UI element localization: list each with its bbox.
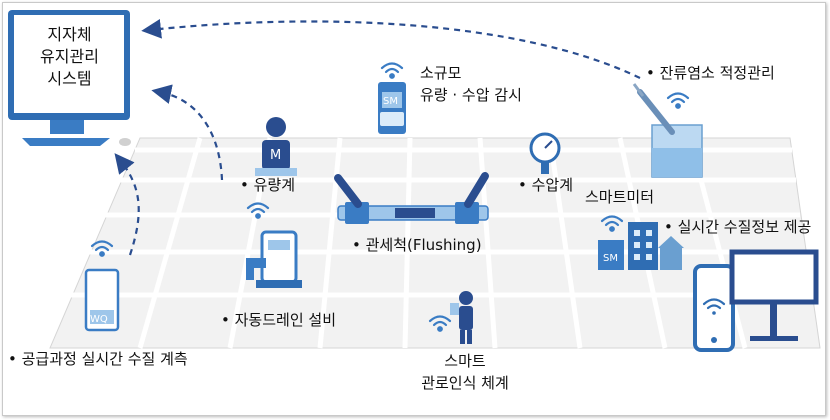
smart-pipe-line: 관로인식 체계 (421, 374, 509, 392)
sm-bottom-label: SM (603, 253, 618, 264)
monitor-title-line: 유지관리 (40, 47, 99, 66)
flow-meter-icon (255, 117, 297, 176)
small-scale-label: 소규모 유량 · 수압 감시 (420, 62, 522, 106)
monitor-icon (8, 10, 131, 146)
auto-drain-label: 자동드레인 설비 (221, 311, 336, 329)
monitor-title: 지자체 유지관리 시스템 (22, 24, 117, 90)
display-board-icon (729, 249, 819, 341)
wifi-icon (600, 215, 624, 232)
water-quality-device-icon (84, 268, 120, 332)
worker-icon (450, 291, 473, 344)
pressure-gauge-icon (529, 132, 561, 174)
buildings-icon (598, 222, 684, 270)
arrow-chlorine-to-system (141, 18, 641, 79)
chlorine-tank-icon (632, 83, 703, 178)
flushing-pipe-icon (334, 172, 489, 224)
smartphone-icon (693, 264, 735, 352)
pressure-meter-label: 수압계 (518, 176, 573, 194)
wifi-icon (666, 92, 690, 109)
wifi-icons (90, 62, 690, 332)
small-scale-line: 유량 · 수압 감시 (420, 86, 522, 104)
m-label: M (270, 148, 282, 163)
small-scale-meter-icon (378, 82, 406, 134)
smart-pipe-label: 스마트 관로인식 체계 (400, 350, 530, 394)
flushing-label: 관세척(Flushing) (352, 236, 482, 254)
diagram-frame (2, 2, 826, 416)
flow-meter-label: 유량계 (240, 176, 295, 194)
chlorine-label: 잔류염소 적정관리 (646, 64, 775, 82)
arrow-wq-to-system (114, 153, 140, 256)
arrow-flowmeter-to-system (151, 84, 224, 181)
auto-drain-icon (246, 230, 302, 288)
wifi-icon (428, 315, 452, 332)
supply-quality-label: 공급과정 실시간 수질 계측 (8, 350, 188, 368)
data-flow-arrows (114, 18, 641, 256)
smart-pipe-line: 스마트 (444, 352, 486, 370)
monitor-title-line: 시스템 (47, 69, 92, 88)
smart-meter-label: 스마트미터 (585, 188, 655, 206)
wq-label: WQ (90, 314, 108, 325)
wifi-icon (90, 240, 114, 257)
wifi-icon (380, 62, 404, 79)
realtime-info-label: 실시간 수질정보 제공 (664, 218, 812, 236)
monitor-title-line: 지자체 (47, 25, 92, 44)
small-scale-line: 소규모 (420, 64, 462, 82)
wifi-icon (246, 202, 270, 219)
sm-top-label: SM (383, 96, 398, 107)
